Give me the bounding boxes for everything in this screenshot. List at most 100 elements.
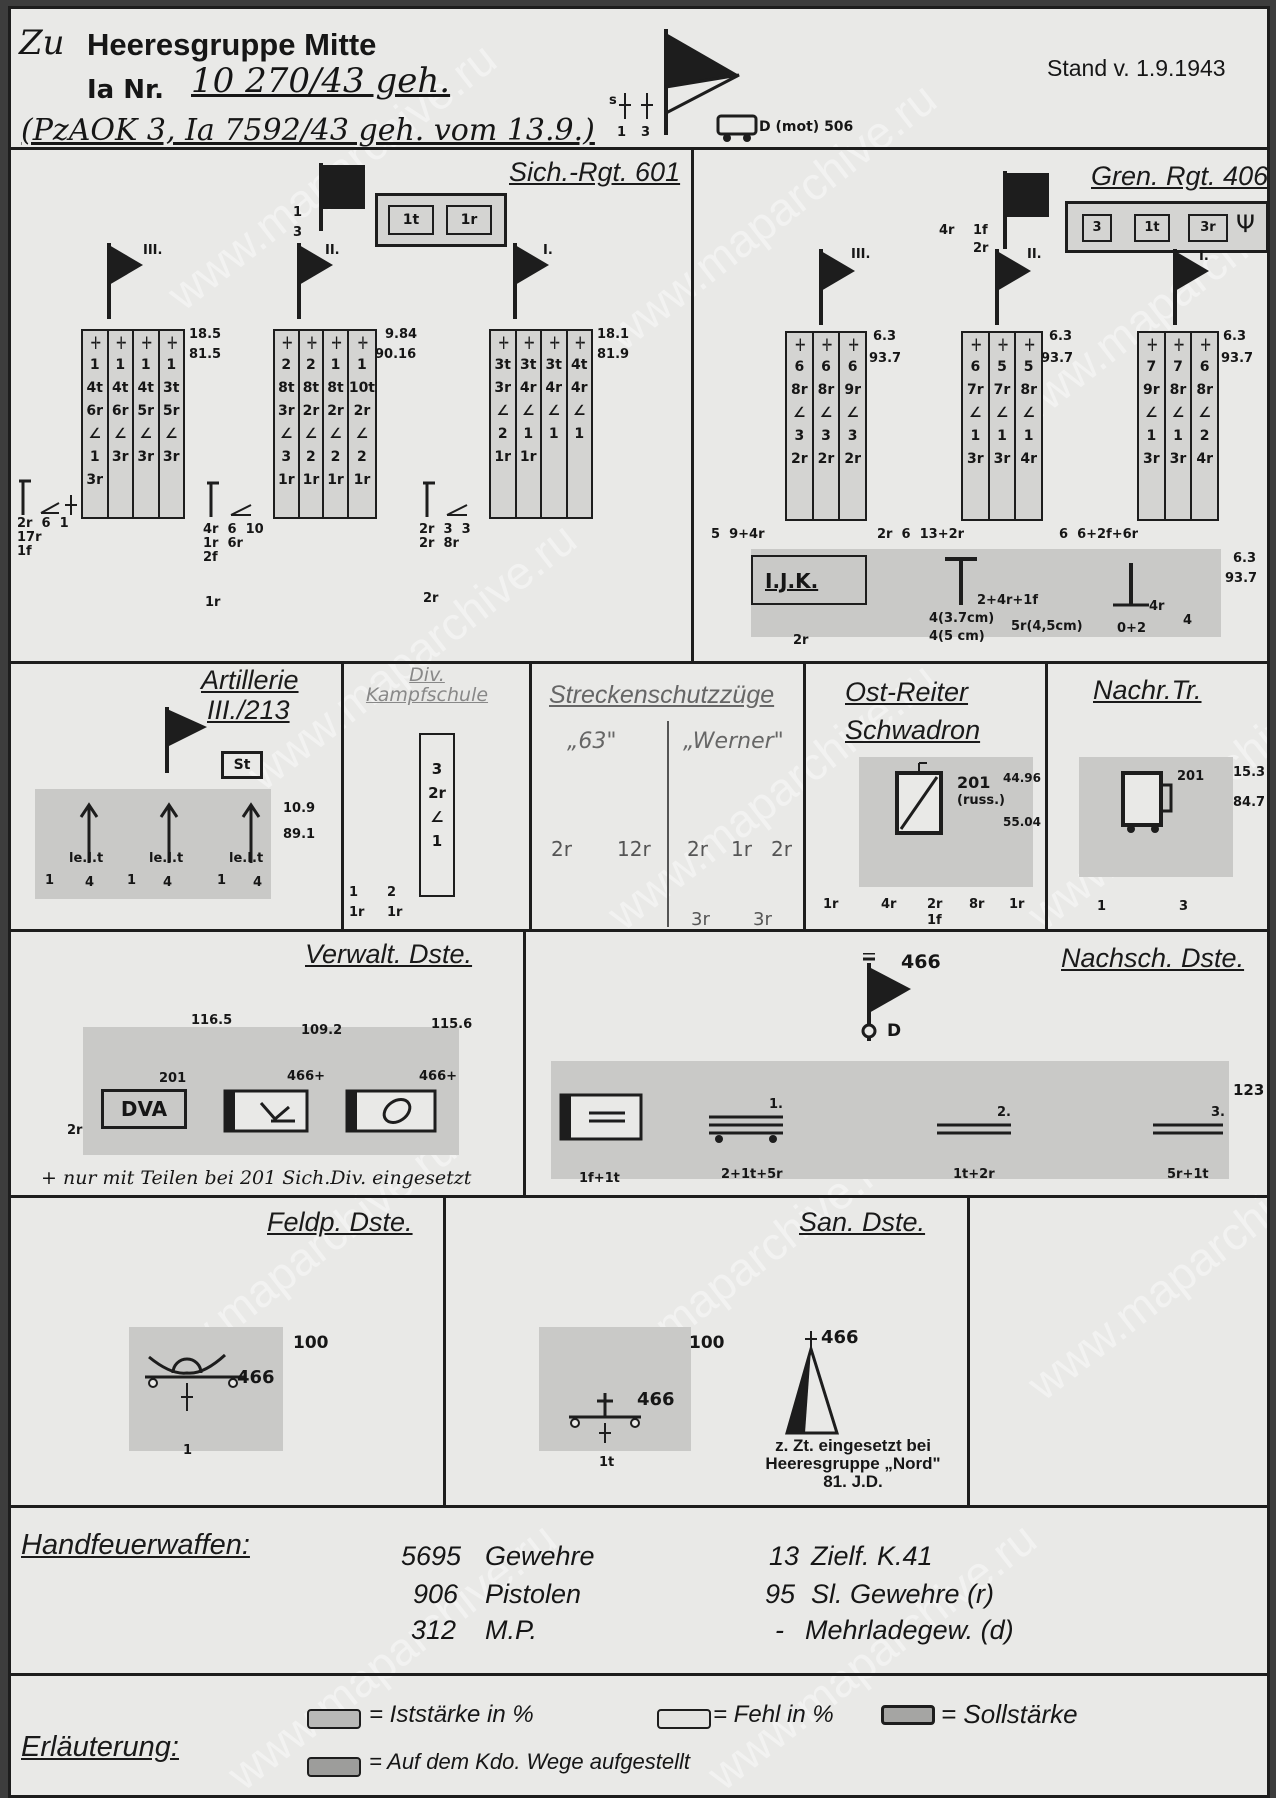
company-cell: ∠ [356,423,369,446]
infantry-mark-icon: -|- [998,333,1006,356]
nachsch-flag-letter: D [887,1021,901,1041]
company-cell: 10t [349,377,375,400]
battery-count: 4 [163,875,172,890]
company-cell: 8t [303,377,319,400]
weapon-count: - [775,1615,784,1646]
column-number: 1. [769,1097,783,1112]
divider [691,147,694,663]
company-column: -|-57r∠13r [990,333,1017,519]
regiment-staff-box: 3 1t 3r Ψ [1065,201,1269,253]
company-cell: ∠ [573,400,586,423]
company-cell: 2 [306,354,316,377]
battalion-flag-icon [293,241,353,321]
company-cell: 3 [281,446,291,469]
verwalt-number: 466+ [419,1069,457,1084]
infantry-mark-icon: -|- [167,331,175,354]
company-column: -|-69r∠32r [840,333,865,519]
battalion-label: I. [1199,249,1209,264]
verwalt-pct: 115.6 [431,1017,472,1032]
weapon-count: 95 [765,1579,795,1610]
ostreiter-number: 201 [957,773,990,792]
company-cell: 8r [1170,379,1187,402]
feldp-sub: 1 [183,1443,192,1458]
pct-ist: 6.3 [1049,329,1072,344]
company-column: -|-3t3r∠21r [491,331,517,517]
column-strength: 5r+1t [1167,1167,1209,1182]
div-unit-3: 3 [641,125,650,140]
cell: 3 [432,757,442,781]
legend-title: Erläuterung: [21,1731,179,1764]
divider [11,147,1270,150]
company-cell: ∠ [1145,402,1158,425]
battalion-label: I. [543,243,553,258]
ijk-mid-b: 4(5 cm) [929,629,985,644]
infantry-mark-icon: -|- [1025,333,1033,356]
company-cell: ∠ [522,400,535,423]
column-strength: 2+1t+5r [721,1167,783,1182]
company-cell: 2r [303,400,320,423]
streckenschutz-left-name: „63" [567,729,617,754]
battalion-strength-table: -|-3t3r∠21r-|-3t4r∠11r-|-3t4r∠1-|-4t4r∠1 [489,329,593,519]
infantry-mark-icon: -|- [1147,333,1155,356]
column-number: 3. [1211,1105,1225,1120]
battery-count: 1 [45,873,54,888]
nachsch-shaded-band [551,1061,1229,1179]
infantry-mark-icon: -|- [1201,333,1209,356]
battalion-strength-table: -|-14t6r∠13r-|-14t6r∠3r-|-14t5r∠3r-|-13t… [81,329,185,519]
infantry-mark-icon: -|- [358,331,366,354]
weapon-name: Zielf. K.41 [811,1541,933,1572]
verwalt-number: 201 [159,1071,186,1086]
support-weapon-icon [19,477,81,517]
company-cell: 3t [520,354,536,377]
company-cell: 4r [520,377,537,400]
company-cell: 6 [1200,356,1210,379]
company-cell: ∠ [496,400,509,423]
staff-box: 1t [1134,214,1170,242]
verwalt-number: 466+ [287,1069,325,1084]
pct-ist: 9.84 [385,327,417,342]
company-cell: 1 [115,354,125,377]
battalion-label: II. [325,243,340,258]
company-cell: 1 [970,425,980,448]
company-cell: 2r [791,448,808,471]
company-cell: 2r [818,448,835,471]
ijk-pct-ist: 6.3 [1233,551,1256,566]
ia-number: 10 270/43 geh. [191,61,450,101]
company-cell: 3t [546,354,562,377]
company-cell: 2 [331,446,341,469]
infantry-mark-icon: -|- [331,331,339,354]
divider [803,661,806,931]
company-cell: 8r [1020,379,1037,402]
feldp-pct: 100 [293,1333,329,1353]
infantry-mark-icon: -|- [795,333,803,356]
legend-swatch-ist [307,1709,361,1729]
pct-fehl: 89.1 [283,827,315,842]
streckenschutz-right-val: 2r [771,837,792,861]
sich-rgt-title: Sich.-Rgt. 601 [509,157,680,188]
company-cell: 1 [1024,425,1034,448]
infantry-mark-icon: -|- [142,331,150,354]
company-cell: ∠ [547,400,560,423]
stand-date: Stand v. 1.9.1943 [1047,55,1226,82]
pct-fehl: 90.16 [375,347,416,362]
san-sub: 1t [599,1455,614,1470]
gren-rgt-title: Gren. Rgt. 406 [1091,161,1268,192]
company-cell: 2 [498,423,508,446]
ijk-sub: 2r [793,633,808,648]
company-cell: 5 [997,356,1007,379]
pct-ist: 6.3 [1223,329,1246,344]
divider [11,929,1270,932]
kampfschule-bottom: 1r [349,905,364,920]
support-weapons: 2r 3 3 2r 8r [419,523,471,551]
pct-ist: 10.9 [283,801,315,816]
antitank-gun-icon [941,555,981,607]
nachr-bottom: 3 [1179,899,1188,914]
company-cell: 2 [357,446,367,469]
support-weapon-icon [423,479,487,519]
pct-fehl: 84.7 [1233,795,1265,810]
company-cell: 1 [331,354,341,377]
div-unit-s: s [609,93,617,108]
column-number: 2. [997,1105,1011,1120]
company-cell: 9r [1143,379,1160,402]
